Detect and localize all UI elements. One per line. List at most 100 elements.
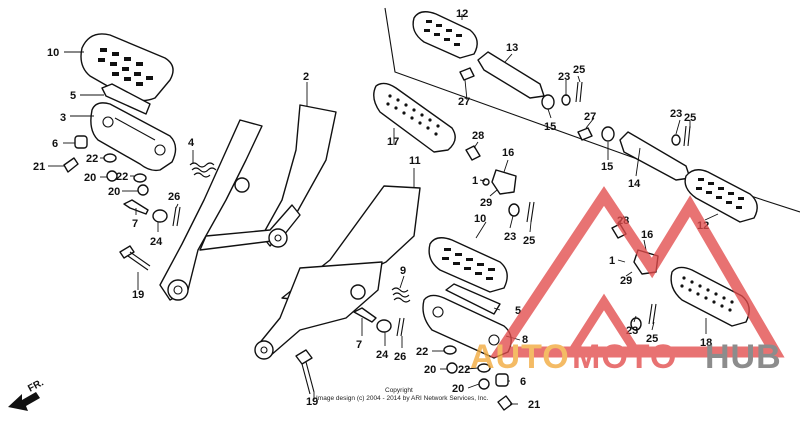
part-cotter-pin-25-lower[interactable] <box>648 303 657 325</box>
part-cotter-pin-25-center[interactable] <box>526 201 535 223</box>
callout-20-center-a: 20 <box>424 364 436 376</box>
callout-25-center: 25 <box>523 235 535 247</box>
callout-24-center: 24 <box>376 349 389 361</box>
callout-13: 13 <box>506 42 518 54</box>
part-bracket-11-center[interactable] <box>254 185 421 360</box>
part-bolt-28-center[interactable] <box>465 145 481 161</box>
part-cotter-pin-26-left[interactable] <box>172 206 181 227</box>
part-washer-22-left-a[interactable] <box>103 153 117 163</box>
callout-25-lower: 25 <box>646 333 658 345</box>
callout-26-left: 26 <box>168 191 180 203</box>
part-footpeg-rubber-12-top[interactable] <box>412 11 478 59</box>
part-bolt-27-right[interactable] <box>577 127 593 141</box>
part-nut-20-center-a[interactable] <box>446 362 458 374</box>
callout-7-center: 7 <box>356 339 362 351</box>
part-nut-20-left-a[interactable] <box>106 170 118 182</box>
callout-5-center: 5 <box>515 305 521 317</box>
callout-6-center: 6 <box>520 376 526 388</box>
part-pin-7-left[interactable] <box>123 199 149 215</box>
callout-16-right: 16 <box>641 229 653 241</box>
part-pin-1-center[interactable] <box>482 178 490 186</box>
part-footpeg-rubber-17[interactable] <box>373 82 456 153</box>
part-footpeg-body-left[interactable] <box>90 102 177 172</box>
part-spring-4-left[interactable] <box>189 162 217 178</box>
part-footpeg-rubber-10-center[interactable] <box>428 237 508 293</box>
callout-21-center: 21 <box>528 399 540 411</box>
callout-19-left: 19 <box>132 289 144 301</box>
watermark-logo: AUTO MOTO HUB <box>470 186 785 376</box>
part-spring-9-center[interactable] <box>391 287 411 303</box>
callout-22-left-b: 22 <box>116 171 128 183</box>
callout-22-left-a: 22 <box>86 153 98 165</box>
part-washer-24-left[interactable] <box>152 209 168 223</box>
part-cotter-pin-25-top[interactable] <box>575 81 583 103</box>
callout-25-right: 25 <box>684 112 696 124</box>
callout-27-top: 27 <box>458 96 470 108</box>
callout-23-center: 23 <box>504 231 516 243</box>
callout-7-left: 7 <box>132 218 138 230</box>
part-cotter-pin-25-right[interactable] <box>683 125 691 147</box>
part-washer-23-top[interactable] <box>561 94 571 106</box>
part-footpeg-rubber-12-right[interactable] <box>684 169 758 223</box>
callout-10-center: 10 <box>474 213 486 225</box>
callout-26-center: 26 <box>394 351 406 363</box>
callout-29-right: 29 <box>620 275 632 287</box>
part-bracket-16-center[interactable] <box>491 169 517 195</box>
part-damper-left[interactable] <box>74 135 88 149</box>
part-washer-22-center-a[interactable] <box>443 345 457 355</box>
watermark-text-moto: MOTO <box>572 338 677 376</box>
part-plate-left[interactable] <box>101 83 151 115</box>
callout-29-center: 29 <box>480 197 492 209</box>
callout-27-right: 27 <box>584 111 596 123</box>
watermark-text-hub: HUB <box>705 338 782 376</box>
part-washer-23-lower[interactable] <box>630 317 642 331</box>
part-damper-6-center[interactable] <box>495 373 509 387</box>
leader-lines <box>48 14 719 405</box>
callout-1-center: 1 <box>472 175 478 187</box>
callout-19-center: 19 <box>306 396 318 408</box>
callout-25-top: 25 <box>573 64 585 76</box>
callout-24-left: 24 <box>150 236 163 248</box>
callout-10-left: 10 <box>47 47 59 59</box>
part-bolt-19-center[interactable] <box>295 349 315 395</box>
part-footpeg-rubber-left[interactable] <box>80 33 174 102</box>
callout-20-left-b: 20 <box>108 186 120 198</box>
triangle-logo-icon <box>489 186 785 358</box>
callout-6-left: 6 <box>52 138 58 150</box>
part-washer-15-right[interactable] <box>601 126 615 142</box>
part-washer-22-left-b[interactable] <box>133 173 147 183</box>
part-washer-23-right[interactable] <box>671 134 681 146</box>
part-pin-7-center[interactable] <box>353 307 377 323</box>
part-cotter-pin-26-center[interactable] <box>396 317 405 337</box>
part-washer-24-center[interactable] <box>376 319 392 333</box>
callout-3-left: 3 <box>60 112 66 124</box>
part-washer-23-center[interactable] <box>508 203 520 217</box>
callout-2: 2 <box>303 71 309 83</box>
part-washer-15-top[interactable] <box>541 94 555 110</box>
callout-23-top: 23 <box>558 71 570 83</box>
callout-4-left: 4 <box>188 137 195 149</box>
callout-17: 17 <box>387 136 399 148</box>
front-direction-arrow: FR. <box>8 377 46 411</box>
callout-12-top: 12 <box>456 8 468 20</box>
callout-15-right: 15 <box>601 161 613 173</box>
part-bolt-27-top[interactable] <box>459 67 475 81</box>
callout-22-center-b: 22 <box>458 364 470 376</box>
part-bolt-21-left[interactable] <box>63 157 79 173</box>
part-bracket-2-left[interactable] <box>159 104 337 301</box>
callout-22-center-a: 22 <box>416 346 428 358</box>
callout-21-left: 21 <box>33 161 45 173</box>
part-arm-13[interactable] <box>477 51 545 99</box>
callout-5-left: 5 <box>70 90 76 102</box>
part-nut-20-left-b[interactable] <box>137 184 149 196</box>
part-bolt-19-left[interactable] <box>119 245 151 271</box>
part-nut-20-center-b[interactable] <box>478 378 490 390</box>
part-bolt-21-center[interactable] <box>497 395 513 411</box>
callout-28-center: 28 <box>472 130 484 142</box>
callout-14: 14 <box>628 178 641 190</box>
part-plate-5-center[interactable] <box>445 283 501 315</box>
copyright-line-1: Copyright <box>385 387 413 394</box>
callout-20-left-a: 20 <box>84 172 96 184</box>
callout-20-center-b: 20 <box>452 383 464 395</box>
